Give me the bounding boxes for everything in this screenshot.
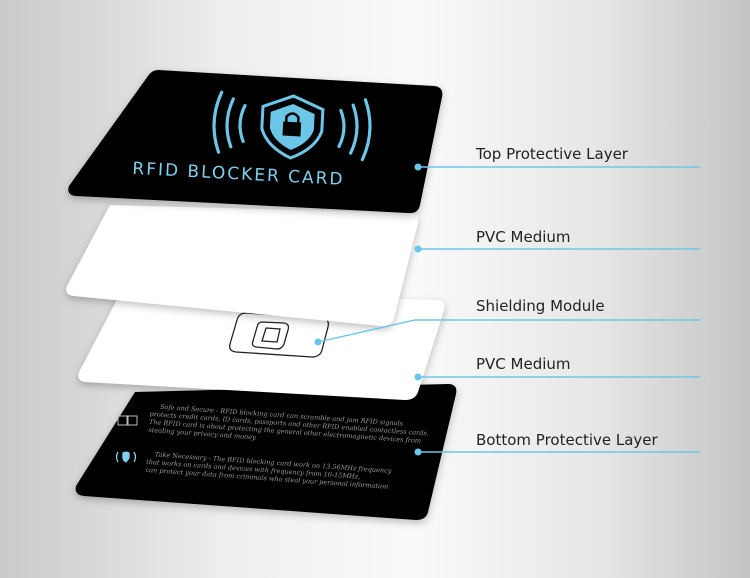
chip-symbol-icon bbox=[117, 415, 138, 426]
bottom-protective-layer-card: Safe and Secure - RFID blocking card can… bbox=[75, 384, 457, 520]
rfid-shield-lock-icon bbox=[212, 90, 372, 162]
rfid-shield-small-icon bbox=[115, 451, 137, 463]
shielding-module-chip bbox=[228, 312, 330, 358]
label-pvc-medium-upper: PVC Medium bbox=[476, 228, 571, 246]
pvc-medium-upper-card bbox=[66, 205, 419, 326]
label-shielding-module: Shielding Module bbox=[476, 297, 605, 315]
leader-lines bbox=[314, 163, 700, 456]
label-top-protective-layer: Top Protective Layer bbox=[476, 145, 628, 163]
top-protective-layer-card: RFID BLOCKER CARD bbox=[68, 70, 443, 214]
label-bottom-protective-layer: Bottom Protective Layer bbox=[476, 431, 658, 449]
label-pvc-medium-lower: PVC Medium bbox=[476, 355, 571, 373]
